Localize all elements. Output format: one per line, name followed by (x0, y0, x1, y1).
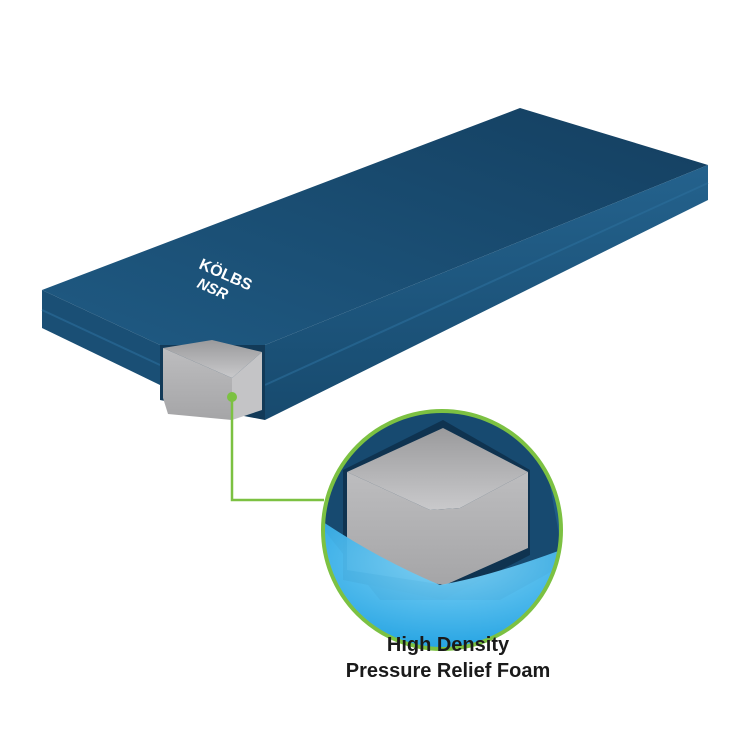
caption-line-1: High Density (386, 634, 510, 656)
foam-detail-callout (321, 409, 563, 651)
mattress (41, 108, 709, 420)
foam-cutout (160, 340, 265, 420)
caption-line-2: Pressure Relief Foam (345, 660, 551, 682)
callout-connector (227, 392, 324, 502)
